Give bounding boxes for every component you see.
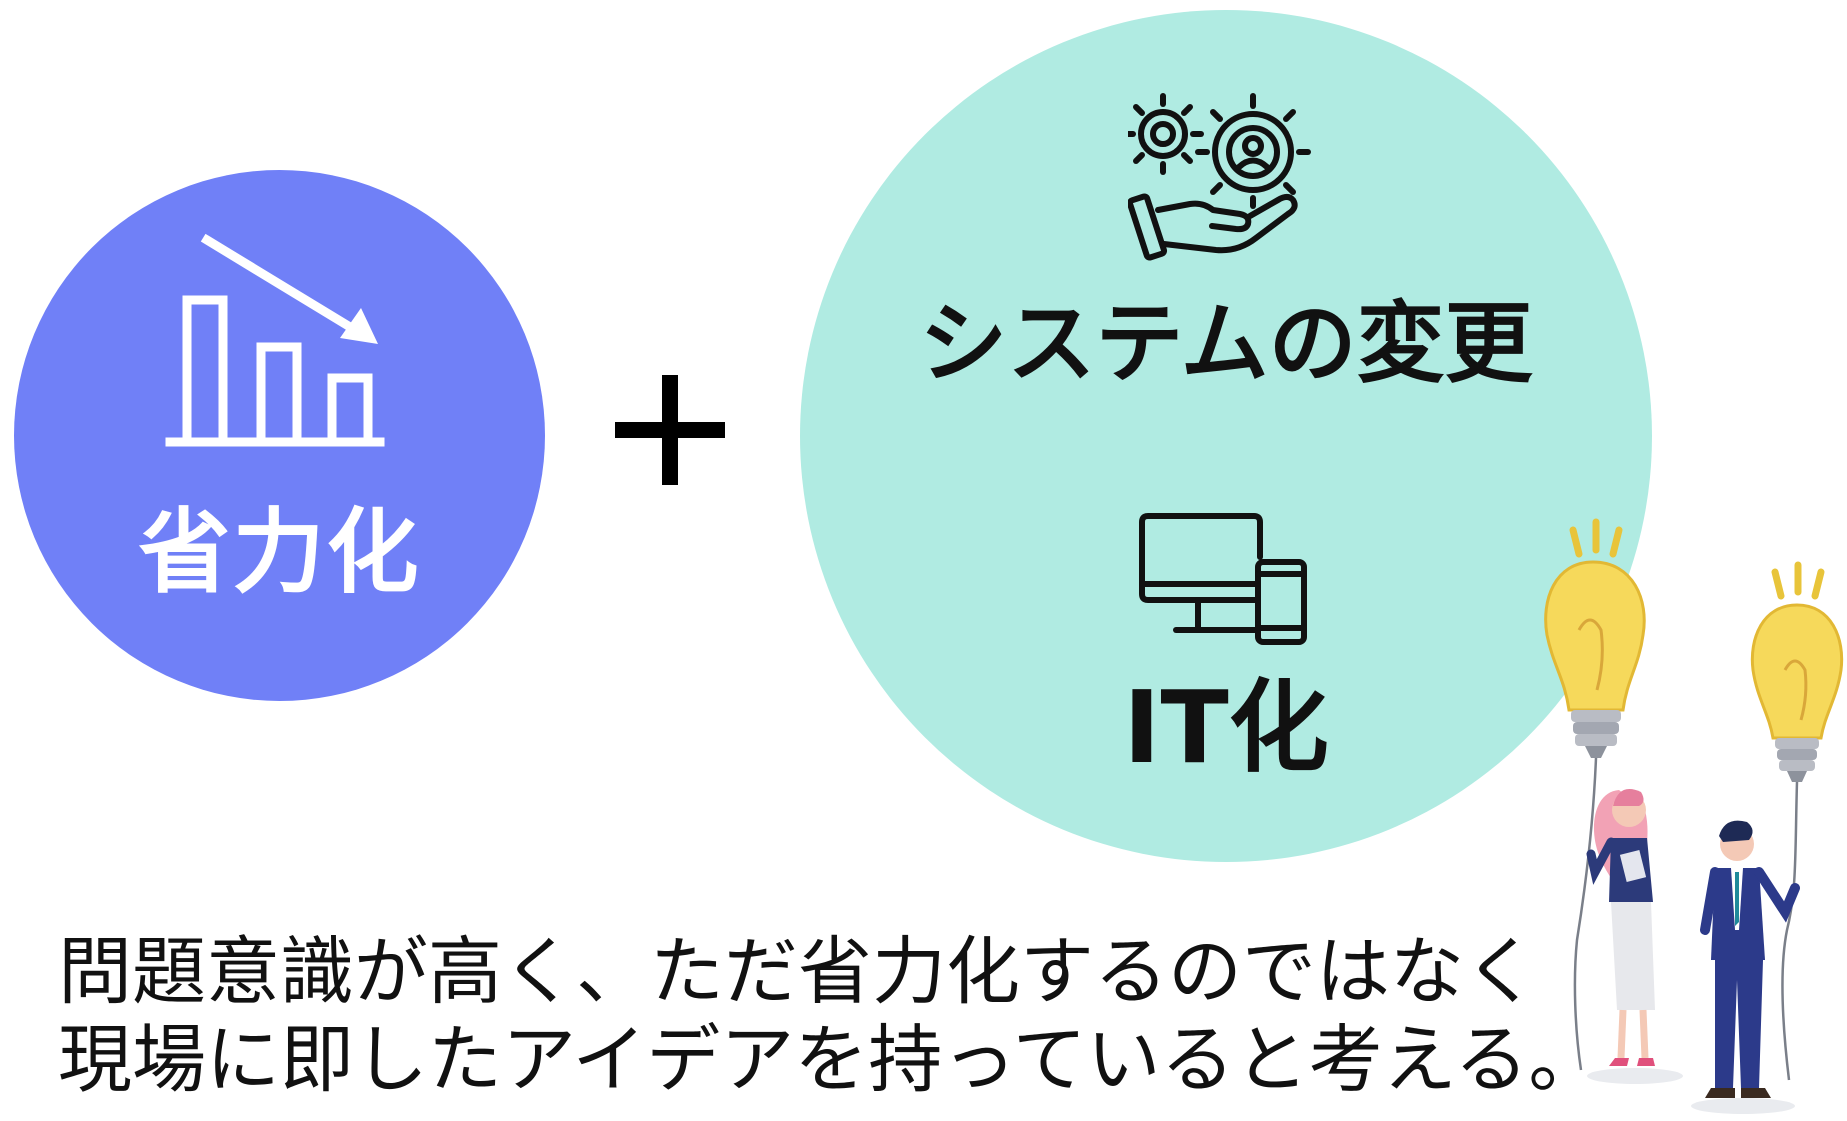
caption: 問題意識が高く、ただ省力化するのではなく 現場に即したアイデアを持っていると考え… [58, 928, 1603, 1104]
people-lightbulbs-illustration [1544, 518, 1844, 1114]
plus-icon [615, 375, 725, 485]
gears-hand-icon [1128, 93, 1311, 261]
it-label: IT化 [1123, 669, 1329, 786]
caption-line-1: 問題意識が高く、ただ省力化するのではなく [58, 929, 1538, 1015]
savings-circle [14, 170, 545, 701]
caption-line-2: 現場に即したアイデアを持っていると考える。 [58, 1017, 1603, 1103]
savings-label: 省力化 [138, 499, 421, 606]
system-change-label: システムの変更 [919, 292, 1533, 395]
monitor-phone-icon [1139, 513, 1307, 645]
declining-bar-chart-icon [165, 233, 385, 447]
